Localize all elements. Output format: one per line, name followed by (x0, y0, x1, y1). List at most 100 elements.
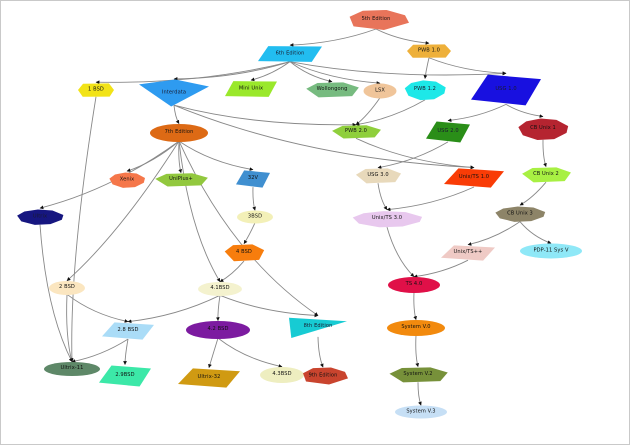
node-6th-edition[interactable]: 6th Edition (258, 46, 322, 63)
node-label: System V.2 (403, 371, 433, 378)
node-ultrix-32[interactable]: Ultrix-32 (178, 368, 240, 388)
node-uniplus[interactable]: UniPlus+ (153, 173, 209, 187)
node-shape-parallelogram (225, 81, 277, 97)
node-label: Unix/TS++ (453, 249, 483, 256)
node-4-1bsd[interactable]: 4.1BSD (198, 282, 242, 296)
node-2-8bsd[interactable]: 2.8 BSD (102, 322, 154, 340)
edge-system-v0-to-system-v2 (415, 335, 420, 368)
edge-4-1bsd-to-8th-edition (219, 294, 319, 318)
node-shape-polygon-6 (389, 367, 448, 383)
node-shape-polygon-6 (522, 167, 571, 183)
edge-interdata-to-unix-ts-1-0 (173, 104, 475, 170)
node-4bsd[interactable]: 4 BSD (223, 244, 265, 262)
node-shape-quad-skew (99, 365, 151, 387)
node-label: PWB 1.2 (413, 86, 437, 93)
node-5th-edition[interactable]: 5th Edition (343, 10, 409, 30)
node-3bsd[interactable]: 3BSD (237, 210, 273, 224)
node-shape-ellipse (44, 362, 100, 376)
node-label: 2.9BSD (115, 372, 135, 379)
edge-6th-edition-to-interdata (173, 61, 291, 81)
node-2-bsd[interactable]: 2 BSD (49, 281, 85, 295)
node-mini-unix[interactable]: Mini Unix (225, 81, 277, 98)
edge-unix-ts-1-0-to-unix-ts-3-0 (386, 186, 475, 212)
node-pwb-2-0[interactable]: PWB 2.0 (330, 125, 382, 139)
node-shape-polygon-6 (155, 173, 208, 187)
node-label: CB Unix 3 (507, 210, 533, 217)
node-usg-2-0[interactable]: USG 2.0 (426, 121, 470, 143)
edge-lsx-to-pwb-2-0 (355, 97, 381, 126)
edge-ultrix-to-ultrix-11 (39, 224, 73, 363)
node-system-v2[interactable]: System V.2 (387, 367, 449, 383)
node-shape-ellipse (395, 405, 447, 419)
node-pwb-1-0[interactable]: PWB 1.0 (407, 44, 451, 59)
node-unix-ts-3-0[interactable]: Unix/TS 3.0 (348, 210, 426, 228)
node-1-bsd[interactable]: 1 BSD (78, 83, 114, 98)
edge-pwb-1-0-to-usg-1-0 (428, 57, 507, 76)
node-label: Mini Unix (238, 85, 264, 92)
node-2-9bsd[interactable]: 2.9BSD (99, 365, 151, 387)
node-label: CB Unix 2 (533, 171, 559, 178)
node-shape-blob (352, 211, 423, 228)
node-cb-unix-3[interactable]: CB Unix 3 (492, 206, 548, 223)
node-label: 6th Edition (275, 50, 305, 57)
edge-3bsd-to-4bsd (243, 222, 256, 244)
node-4-3bsd[interactable]: 4.3BSD (260, 367, 304, 383)
node-interdata[interactable]: Interdata (139, 79, 209, 107)
node-label: UniPlus+ (169, 176, 193, 183)
node-shape-hexagon (407, 44, 451, 58)
node-label: Ultrix (32, 213, 48, 220)
node-ts-4-0[interactable]: TS 4.0 (388, 277, 440, 293)
node-label: Wollongong (316, 86, 348, 93)
edge-cb-unix-1-to-cb-unix-2 (542, 139, 547, 168)
edge-7th-edition-to-ultrix (39, 140, 180, 210)
node-ultrix[interactable]: Ultrix (14, 209, 66, 226)
node-pdp-11-sys-v[interactable]: PDP-11 Sys V (520, 243, 582, 259)
node-shape-ellipse (260, 367, 304, 383)
edge-2-8bsd-to-2-9bsd (123, 339, 129, 365)
node-shape-quad-skew (178, 368, 240, 388)
node-32v[interactable]: 32V (236, 170, 270, 188)
node-label: 8th Edition (303, 323, 333, 330)
node-label: Unix/TS 3.0 (371, 215, 403, 222)
node-shape-ellipse (49, 281, 85, 295)
node-label: PWB 2.0 (344, 128, 368, 135)
edge-usg-1-0-to-cb-unix-1 (505, 104, 544, 118)
node-unix-ts-pp[interactable]: Unix/TS++ (441, 245, 495, 261)
node-usg-1-0[interactable]: USG 1.0 (471, 74, 541, 106)
node-ultrix-11[interactable]: Ultrix-11 (44, 362, 100, 376)
node-4-2bsd[interactable]: 4.2 BSD (186, 321, 250, 339)
node-8th-edition[interactable]: 8th Edition (289, 316, 347, 338)
node-shape-polygon-6 (332, 125, 381, 139)
node-shape-polygon-7 (303, 367, 348, 385)
edge-6th-edition-to-mini-unix (250, 61, 291, 82)
node-usg-3-0[interactable]: USG 3.0 (354, 168, 402, 184)
node-label: 3BSD (247, 213, 263, 220)
node-system-v3[interactable]: System V.3 (395, 405, 447, 419)
edge-cb-unix-3-to-unix-ts-pp (467, 221, 521, 246)
node-shape-ellipse (198, 282, 242, 296)
node-unix-ts-1-0[interactable]: Unix/TS 1.0 (444, 168, 504, 188)
node-label: PWB 1.0 (417, 47, 441, 54)
edge-usg-2-0-to-usg-3-0 (377, 141, 449, 169)
node-shape-quad-skew (236, 170, 270, 188)
edge-6th-edition-to-wollongong (289, 61, 333, 83)
node-shape-parallelogram (258, 46, 322, 62)
node-lsx[interactable]: LSX (363, 83, 397, 99)
node-shape-polygon-6 (355, 168, 402, 184)
node-9th-edition[interactable]: 9th Edition (298, 367, 348, 385)
node-xenix[interactable]: Xenix (107, 172, 147, 189)
node-shape-blob (495, 206, 546, 222)
node-wollongong[interactable]: Wollongong (304, 82, 360, 98)
node-shape-polygon-6 (224, 244, 265, 262)
node-cb-unix-2[interactable]: CB Unix 2 (520, 167, 572, 183)
node-label: 32V (247, 175, 259, 182)
edge-pwb-1-2-to-pwb-2-0 (355, 99, 426, 127)
node-system-v0[interactable]: System V.0 (387, 320, 445, 336)
node-cb-unix-1[interactable]: CB Unix 1 (515, 117, 571, 141)
node-shape-ellipse (388, 277, 440, 293)
node-pwb-1-2[interactable]: PWB 1.2 (402, 79, 448, 101)
node-7th-edition[interactable]: 7th Edition (150, 124, 208, 142)
edge-6th-edition-to-lsx (289, 61, 381, 85)
node-shape-blob (518, 118, 569, 141)
